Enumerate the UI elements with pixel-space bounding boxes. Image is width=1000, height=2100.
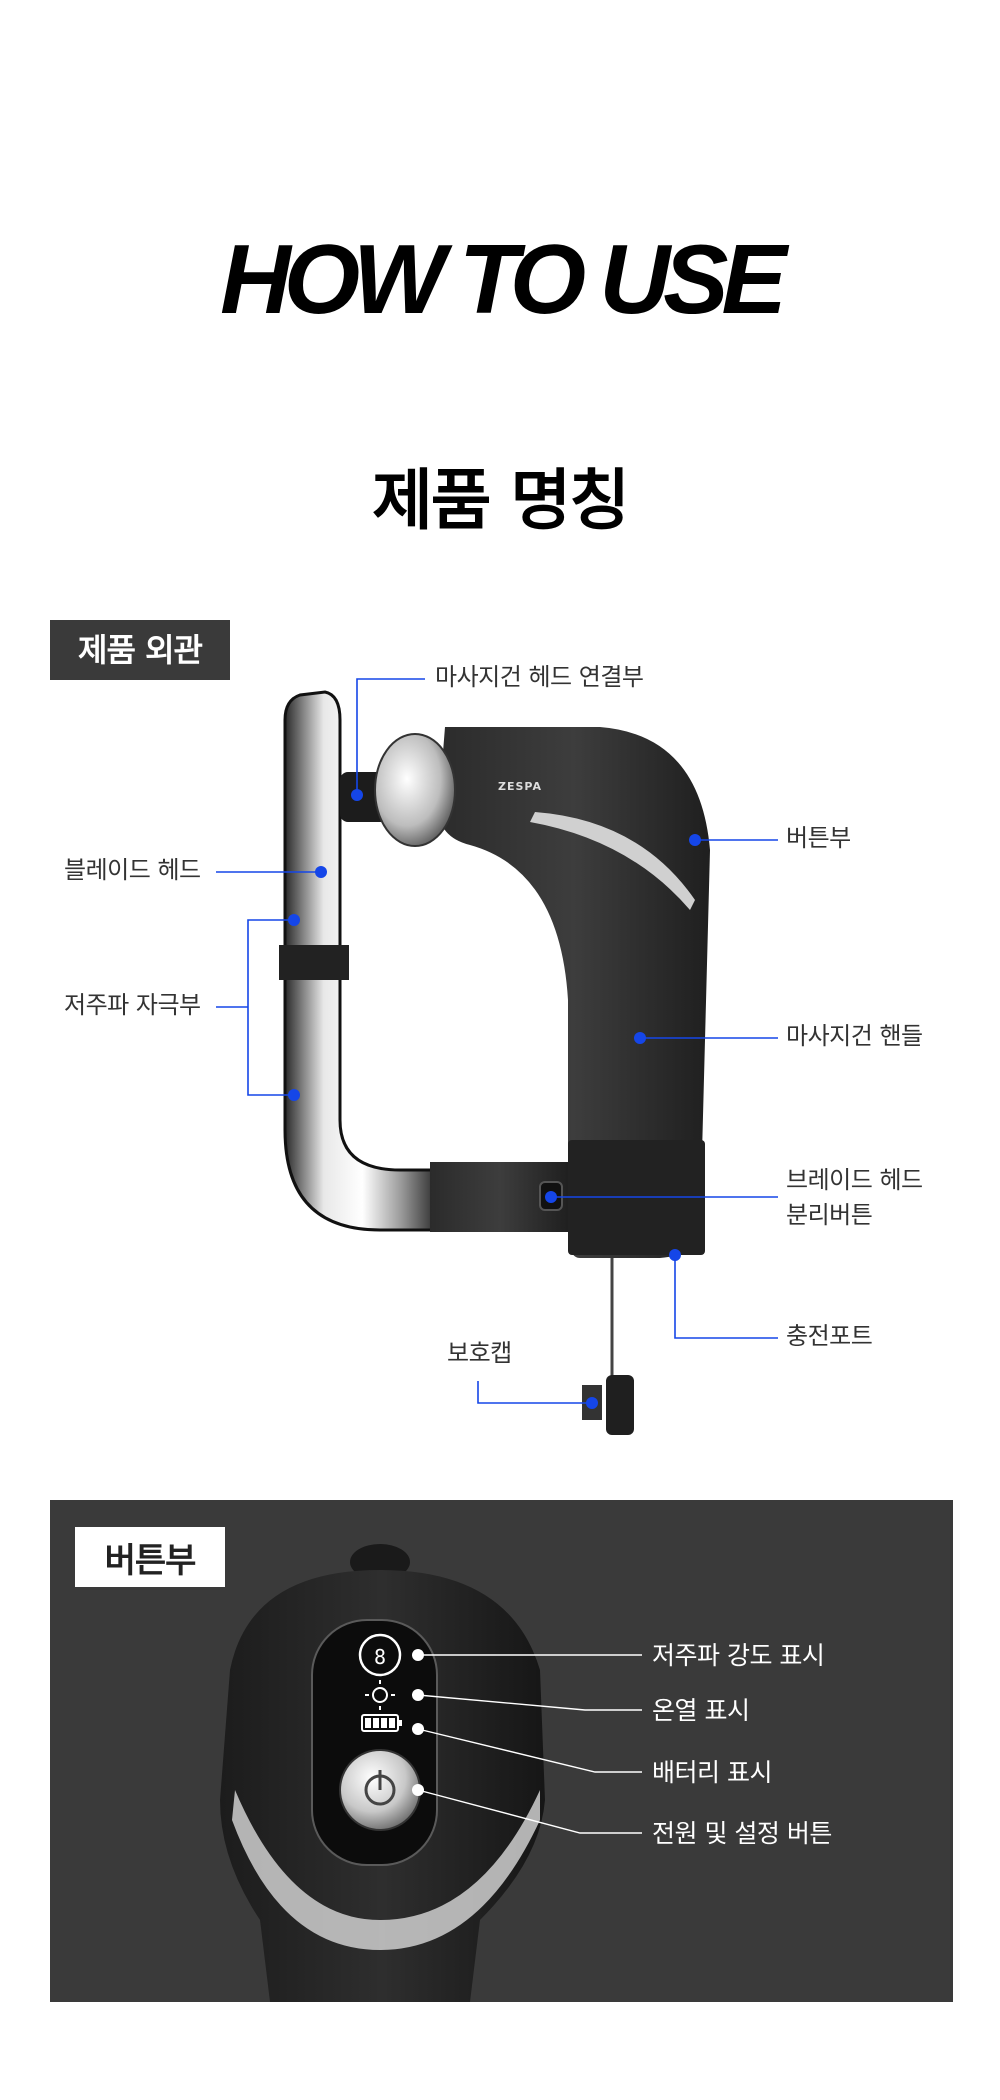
label-heat-indicator: 온열 표시 — [652, 1696, 750, 1725]
label-stimulation-area: 저주파 자극부 — [64, 991, 201, 1019]
label-button-area: 버튼부 — [786, 824, 851, 852]
label-blade-head: 블레이드 헤드 — [64, 856, 201, 884]
label-intensity-indicator: 저주파 강도 표시 — [652, 1641, 825, 1670]
massage-gun-illustration — [279, 690, 710, 1435]
brand-mark: ZESPA — [498, 780, 542, 793]
label-power-button: 전원 및 설정 버튼 — [652, 1819, 832, 1848]
button-area-tag: 버튼부 — [75, 1527, 225, 1587]
label-head-connector: 마사지건 헤드 연결부 — [435, 663, 644, 691]
label-detach-button-line2: 분리버튼 — [786, 1201, 873, 1229]
page-title: HOW TO USE — [220, 224, 787, 334]
section-title: 제품 명칭 — [372, 462, 630, 539]
button-closeup-illustration: 8 — [220, 1544, 642, 2002]
label-handle: 마사지건 핸들 — [786, 1022, 923, 1050]
leader-lines — [216, 678, 778, 1409]
label-protective-cap: 보호캡 — [447, 1339, 512, 1367]
label-charging-port: 충전포트 — [786, 1322, 873, 1350]
svg-text:8: 8 — [374, 1645, 386, 1669]
exterior-tag: 제품 외관 — [50, 620, 230, 680]
label-battery-indicator: 배터리 표시 — [652, 1758, 772, 1787]
label-detach-button-line1: 브레이드 헤드 — [786, 1166, 923, 1194]
